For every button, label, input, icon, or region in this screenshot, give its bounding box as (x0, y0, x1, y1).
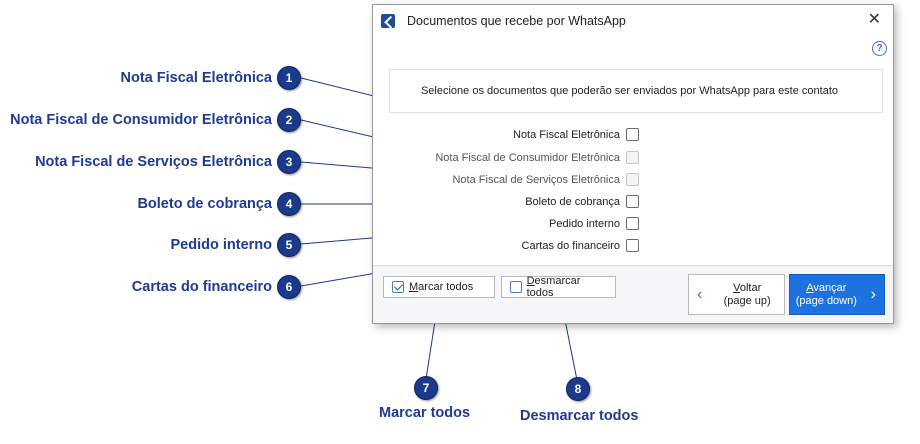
dialog-title: Documentos que recebe por WhatsApp (407, 14, 626, 28)
option-checkbox[interactable] (626, 195, 639, 208)
option-label: Nota Fiscal de Consumidor Eletrônica (435, 151, 620, 164)
callout-badge-7: 7 (414, 376, 438, 400)
deselect-all-button[interactable]: Desmarcar todos (501, 275, 616, 299)
whatsapp-documents-dialog: Documentos que recebe por WhatsApp ✕ ? S… (372, 4, 894, 324)
callout-badge-8: 8 (566, 377, 590, 401)
option-boleto[interactable]: Boleto de cobrança (525, 195, 639, 208)
callout-label-6: Cartas do financeiro (131, 279, 272, 295)
option-label: Cartas do financeiro (521, 239, 620, 252)
info-box: Selecione os documentos que poderão ser … (389, 69, 883, 113)
help-icon[interactable]: ? (872, 41, 887, 56)
option-checkbox (626, 173, 639, 186)
option-checkbox[interactable] (626, 217, 639, 230)
info-text: Selecione os documentos que poderão ser … (420, 85, 838, 97)
next-button[interactable]: Avançar (page down) › (789, 274, 885, 315)
checkbox-checked-icon (392, 281, 404, 293)
callout-label-3: Nota Fiscal de Serviços Eletrônica (35, 154, 272, 170)
chevron-right-icon: › (870, 286, 876, 303)
close-icon[interactable]: ✕ (867, 11, 881, 28)
dialog-footer: Marcar todos Desmarcar todos ‹ Voltar (p… (373, 265, 893, 323)
option-checkbox (626, 151, 639, 164)
callout-badge-5: 5 (277, 233, 301, 257)
option-label: Pedido interno (549, 217, 620, 230)
callout-label-7: Marcar todos (379, 405, 471, 421)
back-button[interactable]: ‹ Voltar (page up) (688, 274, 785, 315)
option-cartas-financeiro[interactable]: Cartas do financeiro (522, 239, 639, 252)
back-label: Voltar (page up) (723, 281, 771, 307)
callout-badge-6: 6 (277, 275, 301, 299)
option-nfe[interactable]: Nota Fiscal Eletrônica (513, 128, 639, 141)
callout-label-5: Pedido interno (170, 237, 273, 253)
option-checkbox[interactable] (626, 239, 639, 252)
callout-badge-4: 4 (277, 192, 301, 216)
select-all-button[interactable]: Marcar todos (383, 276, 495, 298)
app-arrow-icon (381, 14, 395, 28)
option-label: Nota Fiscal Eletrônica (513, 128, 620, 141)
deselect-all-label: Desmarcar todos (526, 275, 581, 299)
checkbox-empty-icon (510, 281, 522, 293)
option-label: Nota Fiscal de Serviços Eletrônica (452, 173, 620, 186)
option-pedido-interno[interactable]: Pedido interno (549, 217, 639, 230)
option-nfse: Nota Fiscal de Serviços Eletrônica (452, 173, 639, 186)
callout-badge-2: 2 (277, 108, 301, 132)
callout-badge-3: 3 (277, 150, 301, 174)
option-nfce: Nota Fiscal de Consumidor Eletrônica (435, 151, 639, 164)
callout-label-1: Nota Fiscal Eletrônica (120, 70, 273, 86)
dialog-titlebar: Documentos que recebe por WhatsApp (373, 5, 893, 37)
chevron-left-icon: ‹ (697, 286, 703, 303)
select-all-label: Marcar todos (409, 281, 474, 293)
callout-badge-1: 1 (277, 66, 301, 90)
option-label: Boleto de cobrança (525, 195, 620, 208)
option-checkbox[interactable] (626, 128, 639, 141)
callout-label-8: Desmarcar todos (520, 408, 639, 424)
next-label: Avançar (page down) (795, 281, 857, 307)
callout-label-2: Nota Fiscal de Consumidor Eletrônica (10, 112, 272, 128)
callout-label-4: Boleto de cobrança (137, 196, 272, 212)
